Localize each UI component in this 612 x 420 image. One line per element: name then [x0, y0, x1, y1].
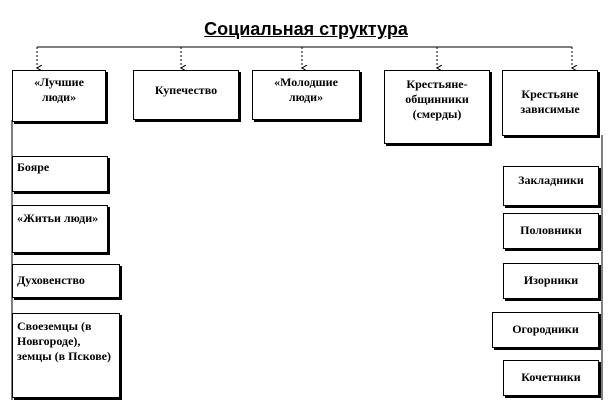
box-polovniki-label: Половники — [520, 223, 582, 237]
box-clergy: Духовенство — [12, 264, 120, 298]
box-younger-people: «Молодшие люди» — [252, 70, 360, 120]
box-clergy-label: Духовенство — [17, 273, 85, 287]
box-ogorodniki: Огородники — [492, 312, 599, 348]
box-dependent-peasants-label: Крестьяне зависимые — [520, 87, 580, 116]
box-best-people-label: «Лучшие люди» — [34, 75, 84, 104]
box-community-peasants: Крестьяне-общинники (смерды) — [384, 70, 490, 144]
box-zakladniki: Закладники — [503, 166, 599, 206]
box-boyars-label: Бояре — [17, 160, 50, 174]
box-ogorodniki-label: Огородники — [512, 322, 579, 336]
box-merchants: Купечество — [133, 70, 239, 120]
box-best-people: «Лучшие люди» — [12, 70, 106, 122]
box-zhityi-people-label: «Житьи люди» — [17, 211, 99, 225]
diagram-title: Социальная структура — [204, 19, 408, 39]
box-younger-people-label: «Молодшие люди» — [274, 75, 338, 104]
box-merchants-label: Купечество — [154, 83, 218, 97]
box-svozemtsy-label: Своеземцы (в Новгороде), земцы (в Пскове… — [17, 319, 112, 363]
box-zakladniki-label: Закладники — [518, 173, 584, 187]
box-boyars: Бояре — [12, 156, 108, 192]
box-kochetniki-label: Кочетники — [521, 370, 581, 384]
box-polovniki: Половники — [503, 213, 599, 249]
box-zhityi-people: «Житьи люди» — [12, 205, 108, 253]
box-community-peasants-label: Крестьяне-общинники (смерды) — [405, 77, 469, 121]
box-svozemtsy: Своеземцы (в Новгороде), земцы (в Пскове… — [12, 313, 120, 398]
box-izorniki-label: Изорники — [523, 273, 579, 287]
box-kochetniki: Кочетники — [503, 360, 599, 396]
box-izorniki: Изорники — [503, 263, 599, 299]
box-dependent-peasants: Крестьяне зависимые — [502, 70, 598, 136]
